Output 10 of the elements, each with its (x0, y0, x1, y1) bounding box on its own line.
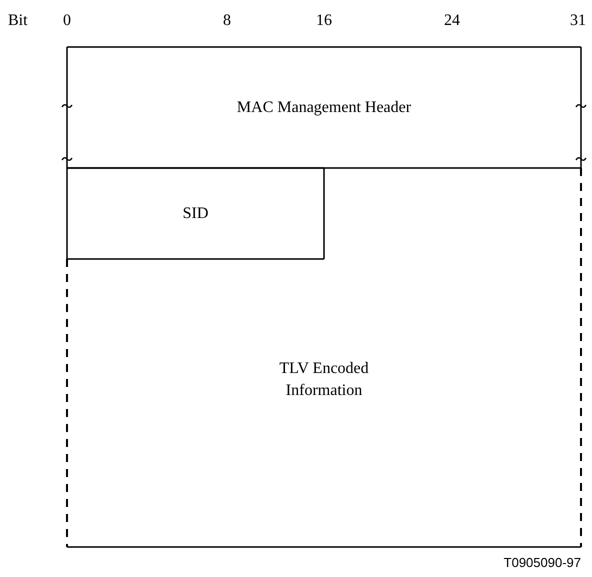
bit-axis-label: Bit (8, 12, 28, 30)
bit-number: 24 (444, 12, 460, 30)
field-label: SID (182, 204, 210, 224)
bit-number: 31 (570, 12, 586, 30)
bit-number: 8 (223, 12, 231, 30)
bit-number: 0 (63, 12, 71, 30)
field-label: TLV Encoded Information (278, 359, 370, 401)
field-label: MAC Management Header (236, 98, 412, 118)
figure-code: T0905090-97 (504, 555, 581, 570)
bit-number: 16 (316, 12, 332, 30)
